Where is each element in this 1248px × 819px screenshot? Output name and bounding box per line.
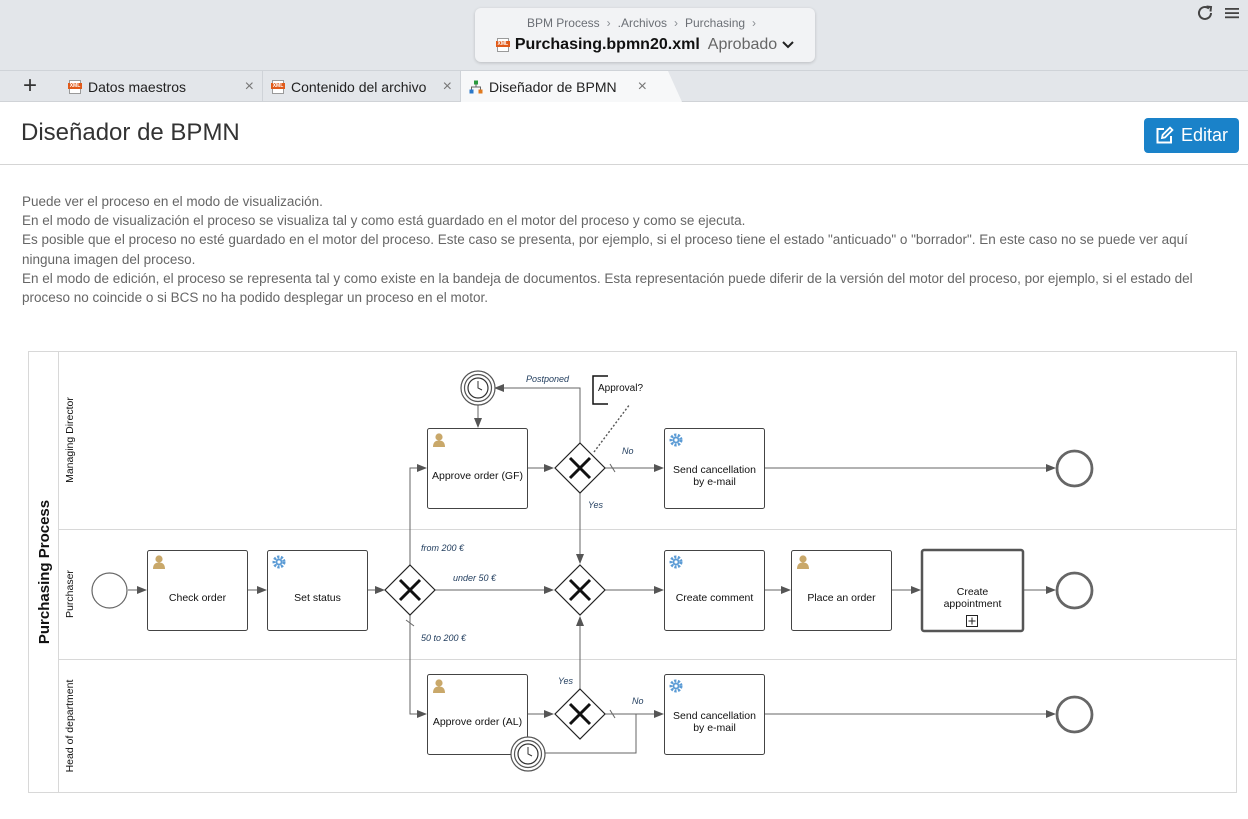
tab-contenido-archivo[interactable]: XML Contenido del archivo × <box>263 71 461 102</box>
description-line: En el modo de visualización el proceso s… <box>22 213 746 229</box>
tab-bar: + XML Datos maestros × XML Contenido del… <box>0 71 1248 102</box>
breadcrumb-separator: › <box>674 16 678 30</box>
xml-file-icon: XML <box>68 79 82 94</box>
timer-boundary-event-icon[interactable] <box>510 736 546 772</box>
flow-label-no: No <box>622 446 634 456</box>
gear-icon <box>272 555 286 569</box>
tab-label: Datos maestros <box>88 78 187 95</box>
gear-icon <box>669 433 683 447</box>
task-label: Send cancellation <box>673 710 756 722</box>
flow-label-postponed: Postponed <box>526 374 570 384</box>
end-event[interactable] <box>1055 449 1094 488</box>
task-label: Send cancellation <box>673 464 756 476</box>
file-name: Purchasing.bpmn20.xml <box>514 36 700 53</box>
task-label: by e-mail <box>693 476 736 488</box>
expand-subprocess-icon[interactable] <box>966 615 978 627</box>
lane-label-head-of-department: Head of department <box>64 680 76 773</box>
edit-icon <box>1156 126 1174 144</box>
chevron-down-icon[interactable] <box>782 40 794 50</box>
start-event[interactable] <box>91 572 128 609</box>
add-tab-button[interactable]: + <box>22 72 37 99</box>
lane-label-purchaser: Purchaser <box>64 570 76 618</box>
close-icon[interactable]: × <box>442 78 452 95</box>
task-label: Create <box>957 586 989 598</box>
close-icon[interactable]: × <box>244 78 254 95</box>
task-label: appointment <box>944 598 1002 610</box>
default-flow-marks <box>405 463 616 719</box>
edit-button-label: Editar <box>1180 125 1229 145</box>
description-line: En el modo de edición, el proceso se rep… <box>22 270 1193 306</box>
tab-disenador-bpmn[interactable]: Diseñador de BPMN × <box>461 71 655 102</box>
flow-label-yes: Yes <box>558 676 574 686</box>
menu-icon[interactable] <box>1224 5 1240 21</box>
gear-icon <box>669 679 683 693</box>
task-send-cancellation-hd[interactable]: Send cancellation by e-mail <box>664 674 765 755</box>
task-label: Approve order (GF) <box>432 470 523 482</box>
description-line: Es posible que el proceso no esté guarda… <box>22 232 1188 267</box>
pool-label: Purchasing Process <box>36 500 53 644</box>
tab-label: Diseñador de BPMN <box>489 78 617 95</box>
tab-datos-maestros[interactable]: XML Datos maestros × <box>60 71 263 102</box>
task-label: Approve order (AL) <box>433 716 522 728</box>
flow-label-under-50: under 50 € <box>453 573 497 583</box>
breadcrumb-item[interactable]: BPM Process <box>526 16 600 30</box>
description-line: Puede ver el proceso en el modo de visua… <box>22 194 323 209</box>
subprocess-create-appointment[interactable]: Create appointment <box>920 548 1025 633</box>
gear-icon <box>669 555 683 569</box>
end-event[interactable] <box>1055 695 1094 734</box>
task-approve-order-gf[interactable]: Approve order (GF) <box>427 428 528 509</box>
task-send-cancellation-md[interactable]: Send cancellation by e-mail <box>664 428 765 509</box>
task-label: Set status <box>294 592 341 604</box>
xml-file-icon: XML <box>271 79 285 94</box>
task-label: by e-mail <box>693 722 736 734</box>
bpmn-diagram[interactable]: Purchasing Process Managing Director Pur… <box>0 340 1248 810</box>
file-status: Aprobado <box>707 36 778 53</box>
breadcrumb[interactable]: BPM Process › .Archivos › Purchasing › XML Pu… <box>475 8 815 62</box>
sequence-flows <box>128 384 1056 754</box>
task-create-comment[interactable]: Create comment <box>664 550 765 631</box>
close-icon[interactable]: × <box>637 78 647 95</box>
edit-button[interactable]: Editar <box>1144 118 1239 153</box>
bpmn-canvas[interactable]: Purchasing Process Managing Director Pur… <box>0 340 1248 810</box>
bpmn-diagram-icon <box>469 80 483 93</box>
breadcrumb-separator: › <box>606 16 611 30</box>
task-set-status[interactable]: Set status <box>267 550 368 631</box>
page-title: Diseñador de BPMN <box>21 119 240 146</box>
task-approve-order-al[interactable]: Approve order (AL) <box>427 674 528 755</box>
tab-label: Contenido del archivo <box>291 78 427 95</box>
annotation-text: Approval? <box>598 383 643 394</box>
breadcrumb-item[interactable]: .Archivos <box>617 16 667 30</box>
task-label: Place an order <box>807 592 876 604</box>
task-place-order[interactable]: Place an order <box>791 550 892 631</box>
description: Puede ver el proceso en el modo de visua… <box>22 192 1236 307</box>
lane-label-managing-director: Managing Director <box>64 397 76 483</box>
task-check-order[interactable]: Check order <box>147 550 248 631</box>
page-header: Diseñador de BPMN Editar <box>0 102 1248 165</box>
breadcrumb-item[interactable]: Purchasing <box>685 16 746 30</box>
breadcrumb-path: BPM Process › .Archivos › Purchasing › <box>475 16 815 30</box>
flow-label-yes: Yes <box>588 500 604 510</box>
breadcrumb-separator: › <box>752 16 757 30</box>
end-event[interactable] <box>1055 571 1094 610</box>
flow-label-50-to-200: 50 to 200 € <box>421 633 467 643</box>
flow-label-no: No <box>632 696 644 706</box>
task-label: Check order <box>169 592 227 604</box>
file-selector[interactable]: XML Purchasing.bpmn20.xml Aprobado <box>475 36 815 54</box>
refresh-icon[interactable] <box>1196 4 1214 22</box>
annotation-bracket <box>592 375 608 405</box>
flow-label-from-200: from 200 € <box>421 543 465 553</box>
top-bar: BPM Process › .Archivos › Purchasing › XML Pu… <box>0 0 1248 71</box>
xml-file-icon: XML <box>495 38 510 52</box>
task-label: Create comment <box>676 592 754 604</box>
timer-event-icon[interactable] <box>460 370 496 406</box>
